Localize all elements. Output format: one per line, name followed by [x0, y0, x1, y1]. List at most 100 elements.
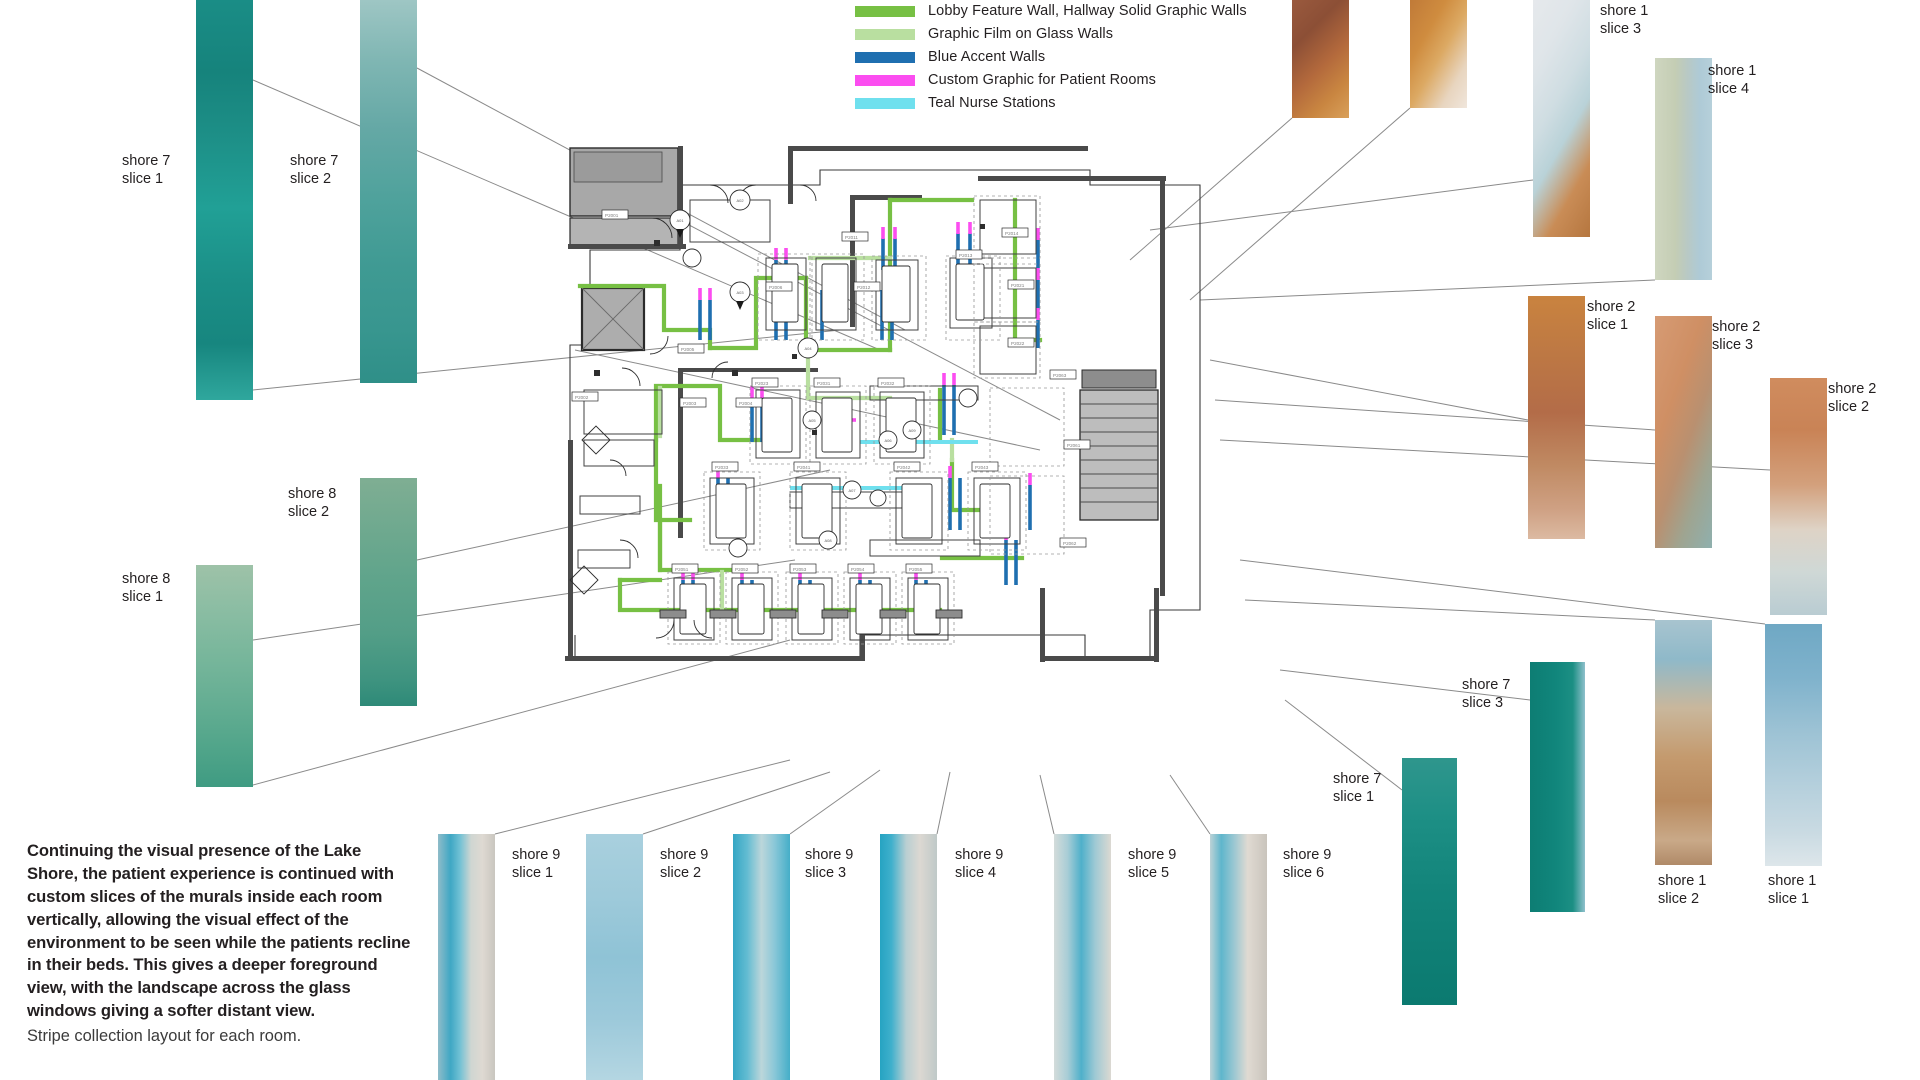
callout-line2: slice 1 [1768, 891, 1810, 908]
mural-slice-shore2-slice1 [1528, 296, 1585, 539]
svg-text:P2042: P2042 [897, 465, 911, 470]
mural-slice-shore9-slice2 [586, 834, 643, 1080]
legend-label-graphic-film-glass: Graphic Film on Glass Walls [928, 26, 1114, 42]
callout-shore7-slice1: shore 7 slice 1 [122, 152, 170, 188]
svg-text:P2053: P2053 [793, 567, 807, 572]
svg-text:P2022: P2022 [1011, 341, 1025, 346]
callout-shore1-slice2: shore 1 slice 2 [1658, 872, 1706, 908]
mural-swatch [733, 834, 790, 1080]
mural-swatch [438, 834, 495, 1080]
svg-text:P2023: P2023 [755, 381, 769, 386]
mural-swatch [880, 834, 937, 1080]
svg-text:P2031: P2031 [817, 381, 831, 386]
mural-slice-shore7-slice3 [1530, 662, 1585, 912]
floor-plan-drawing: P2001 P2002 P2003 P2004 P2005 P2006 P201… [565, 146, 1201, 662]
svg-text:A01: A01 [676, 218, 684, 223]
legend-swatch-teal-nurse-stations [855, 97, 915, 109]
mural-slice-shore1-slice1 [1765, 624, 1822, 866]
svg-text:A04: A04 [804, 346, 812, 351]
callout-shore1-slice1: shore 1 slice 1 [1768, 872, 1816, 908]
callout-line2: slice 1 [512, 865, 554, 882]
mural-slice-shore2-slice3 [1655, 316, 1712, 548]
legend: Lobby Feature Wall, Hallway Solid Graphi… [855, 2, 1247, 112]
callout-line1: shore 7 [290, 153, 339, 169]
svg-text:P2061: P2061 [1067, 443, 1081, 448]
callout-line2: slice 1 [122, 171, 164, 188]
callout-line1: shore 9 [660, 847, 709, 863]
mural-swatch [1402, 758, 1457, 1005]
legend-label-lobby-feature-wall: Lobby Feature Wall, Hallway Solid Graphi… [928, 3, 1247, 19]
callout-line1: shore 7 [1462, 677, 1511, 693]
callout-line2: slice 3 [1462, 695, 1504, 712]
mural-swatch [1210, 834, 1267, 1080]
body-paragraph: Continuing the visual presence of the La… [27, 841, 411, 1021]
mural-swatch [1655, 316, 1712, 548]
svg-text:P2006: P2006 [769, 285, 783, 290]
mural-slice-shore7-slice2 [360, 0, 417, 383]
svg-text:P2041: P2041 [797, 465, 811, 470]
mural-slice-shore2-slice2 [1770, 378, 1827, 615]
legend-item: Custom Graphic for Patient Rooms [855, 71, 1247, 89]
svg-text:P2043: P2043 [975, 465, 989, 470]
callout-shore2-slice3: shore 2 slice 3 [1712, 318, 1760, 354]
svg-text:P2032: P2032 [881, 381, 895, 386]
callout-line1: shore 1 [1658, 873, 1707, 889]
body-caption: Stripe collection layout for each room. [27, 1027, 302, 1046]
mural-swatch [1054, 834, 1111, 1080]
mural-swatch [1530, 662, 1585, 912]
callout-line1: shore 9 [1128, 847, 1177, 863]
svg-text:P2001: P2001 [605, 213, 619, 218]
mural-slice-shore9-slice1 [438, 834, 495, 1080]
svg-text:A02: A02 [736, 198, 744, 203]
legend-swatch-lobby-feature-wall [855, 5, 915, 17]
mural-slice-rust-light [1410, 0, 1467, 108]
legend-item: Blue Accent Walls [855, 48, 1247, 66]
callout-shore1-slice4: shore 1 slice 4 [1708, 62, 1756, 98]
callout-shore7-slice3: shore 7 slice 3 [1462, 676, 1510, 712]
callout-shore1-slice3: shore 1 slice 3 [1600, 2, 1648, 38]
legend-swatch-blue-accent-walls [855, 51, 915, 63]
callout-line2: slice 2 [288, 504, 330, 521]
callout-line1: shore 9 [512, 847, 561, 863]
callout-line2: slice 1 [1587, 317, 1629, 334]
svg-text:P2062: P2062 [1063, 541, 1077, 546]
svg-text:P2004: P2004 [739, 401, 753, 406]
svg-text:A05: A05 [808, 418, 816, 423]
svg-text:A08: A08 [824, 538, 832, 543]
mural-slice-rust-dark [1292, 0, 1349, 118]
svg-text:P2052: P2052 [735, 567, 749, 572]
callout-line1: shore 2 [1712, 319, 1761, 335]
mural-swatch [1528, 296, 1585, 539]
callout-line1: shore 1 [1768, 873, 1817, 889]
svg-text:P2055: P2055 [909, 567, 923, 572]
callout-line2: slice 3 [1600, 21, 1642, 38]
mural-swatch [1533, 0, 1590, 237]
mural-slice-shore1-slice3 [1533, 0, 1590, 237]
svg-text:P2013: P2013 [959, 253, 973, 258]
mural-swatch [196, 0, 253, 400]
mural-swatch [586, 834, 643, 1080]
callout-shore2-slice2: shore 2 slice 2 [1828, 380, 1876, 416]
body-copy-block: Continuing the visual presence of the La… [27, 840, 412, 1047]
mural-swatch [360, 0, 417, 383]
mural-slice-shore9-slice6 [1210, 834, 1267, 1080]
svg-text:P2021: P2021 [1011, 283, 1025, 288]
svg-text:P2054: P2054 [851, 567, 865, 572]
callout-shore9-slice2: shore 9 slice 2 [660, 846, 708, 882]
mural-swatch [1765, 624, 1822, 866]
callout-line1: shore 9 [1283, 847, 1332, 863]
callout-line2: slice 2 [1658, 891, 1700, 908]
svg-text:A03: A03 [736, 290, 744, 295]
callout-line1: shore 2 [1828, 381, 1877, 397]
mural-slice-shore7-slice1-right [1402, 758, 1457, 1005]
mural-slice-shore8-slice1 [196, 565, 253, 787]
svg-text:P2005: P2005 [681, 347, 695, 352]
svg-text:P2033: P2033 [715, 465, 729, 470]
legend-item: Teal Nurse Stations [855, 94, 1247, 112]
svg-text:A09: A09 [908, 428, 916, 433]
callout-line2: slice 6 [1283, 865, 1325, 882]
svg-text:A07: A07 [848, 488, 856, 493]
mural-slice-shore8-slice2 [360, 478, 417, 706]
legend-item: Lobby Feature Wall, Hallway Solid Graphi… [855, 2, 1247, 20]
callout-line2: slice 4 [955, 865, 997, 882]
